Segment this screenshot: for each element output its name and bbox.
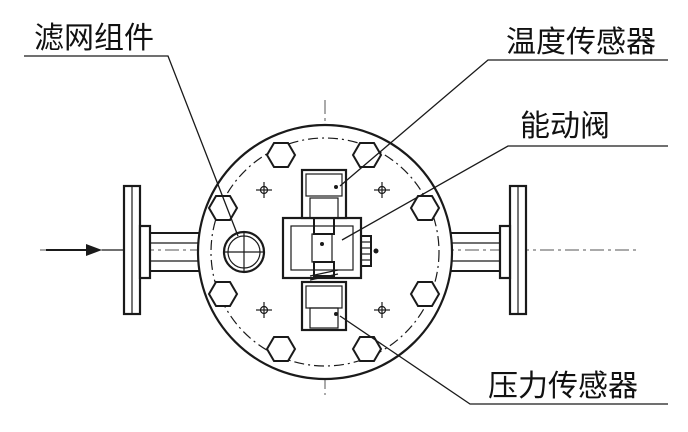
temperature-sensor — [300, 168, 348, 235]
bolt-hole — [256, 302, 272, 318]
label-temperature-sensor: 温度传感器 — [506, 25, 656, 60]
right-flange — [498, 184, 528, 316]
leader-temperature-sensor — [339, 59, 668, 187]
bolt-nut — [207, 195, 239, 221]
bolt-hole — [374, 302, 390, 318]
bolt-nut — [265, 336, 297, 362]
bolt-hole — [256, 182, 272, 198]
leader-energy-valve — [341, 145, 668, 241]
energy-valve — [281, 216, 379, 280]
label-energy-valve: 能动阀 — [520, 109, 610, 144]
flow-direction-arrow — [46, 244, 124, 256]
bolt-hole — [374, 182, 390, 198]
inner-bolt-holes — [256, 182, 390, 318]
label-pressure-sensor: 压力传感器 — [488, 369, 638, 404]
perimeter-bolts — [207, 142, 441, 362]
pressure-sensor — [300, 261, 348, 332]
bolt-nut — [409, 281, 441, 307]
callout-labels: 滤网组件 温度传感器 能动阀 压力传感器 — [34, 21, 656, 404]
bolt-nut — [409, 195, 441, 221]
leader-filter-assembly — [24, 55, 239, 237]
bolt-nut — [351, 336, 383, 362]
leader-pressure-sensor — [339, 315, 668, 405]
bolt-nut — [265, 142, 297, 168]
label-filter-assembly: 滤网组件 — [34, 21, 154, 56]
left-flange — [122, 184, 152, 316]
bolt-nut — [351, 142, 383, 168]
bolt-nut — [207, 281, 239, 307]
callout-leaders — [24, 55, 668, 405]
filter-assembly — [222, 230, 266, 274]
